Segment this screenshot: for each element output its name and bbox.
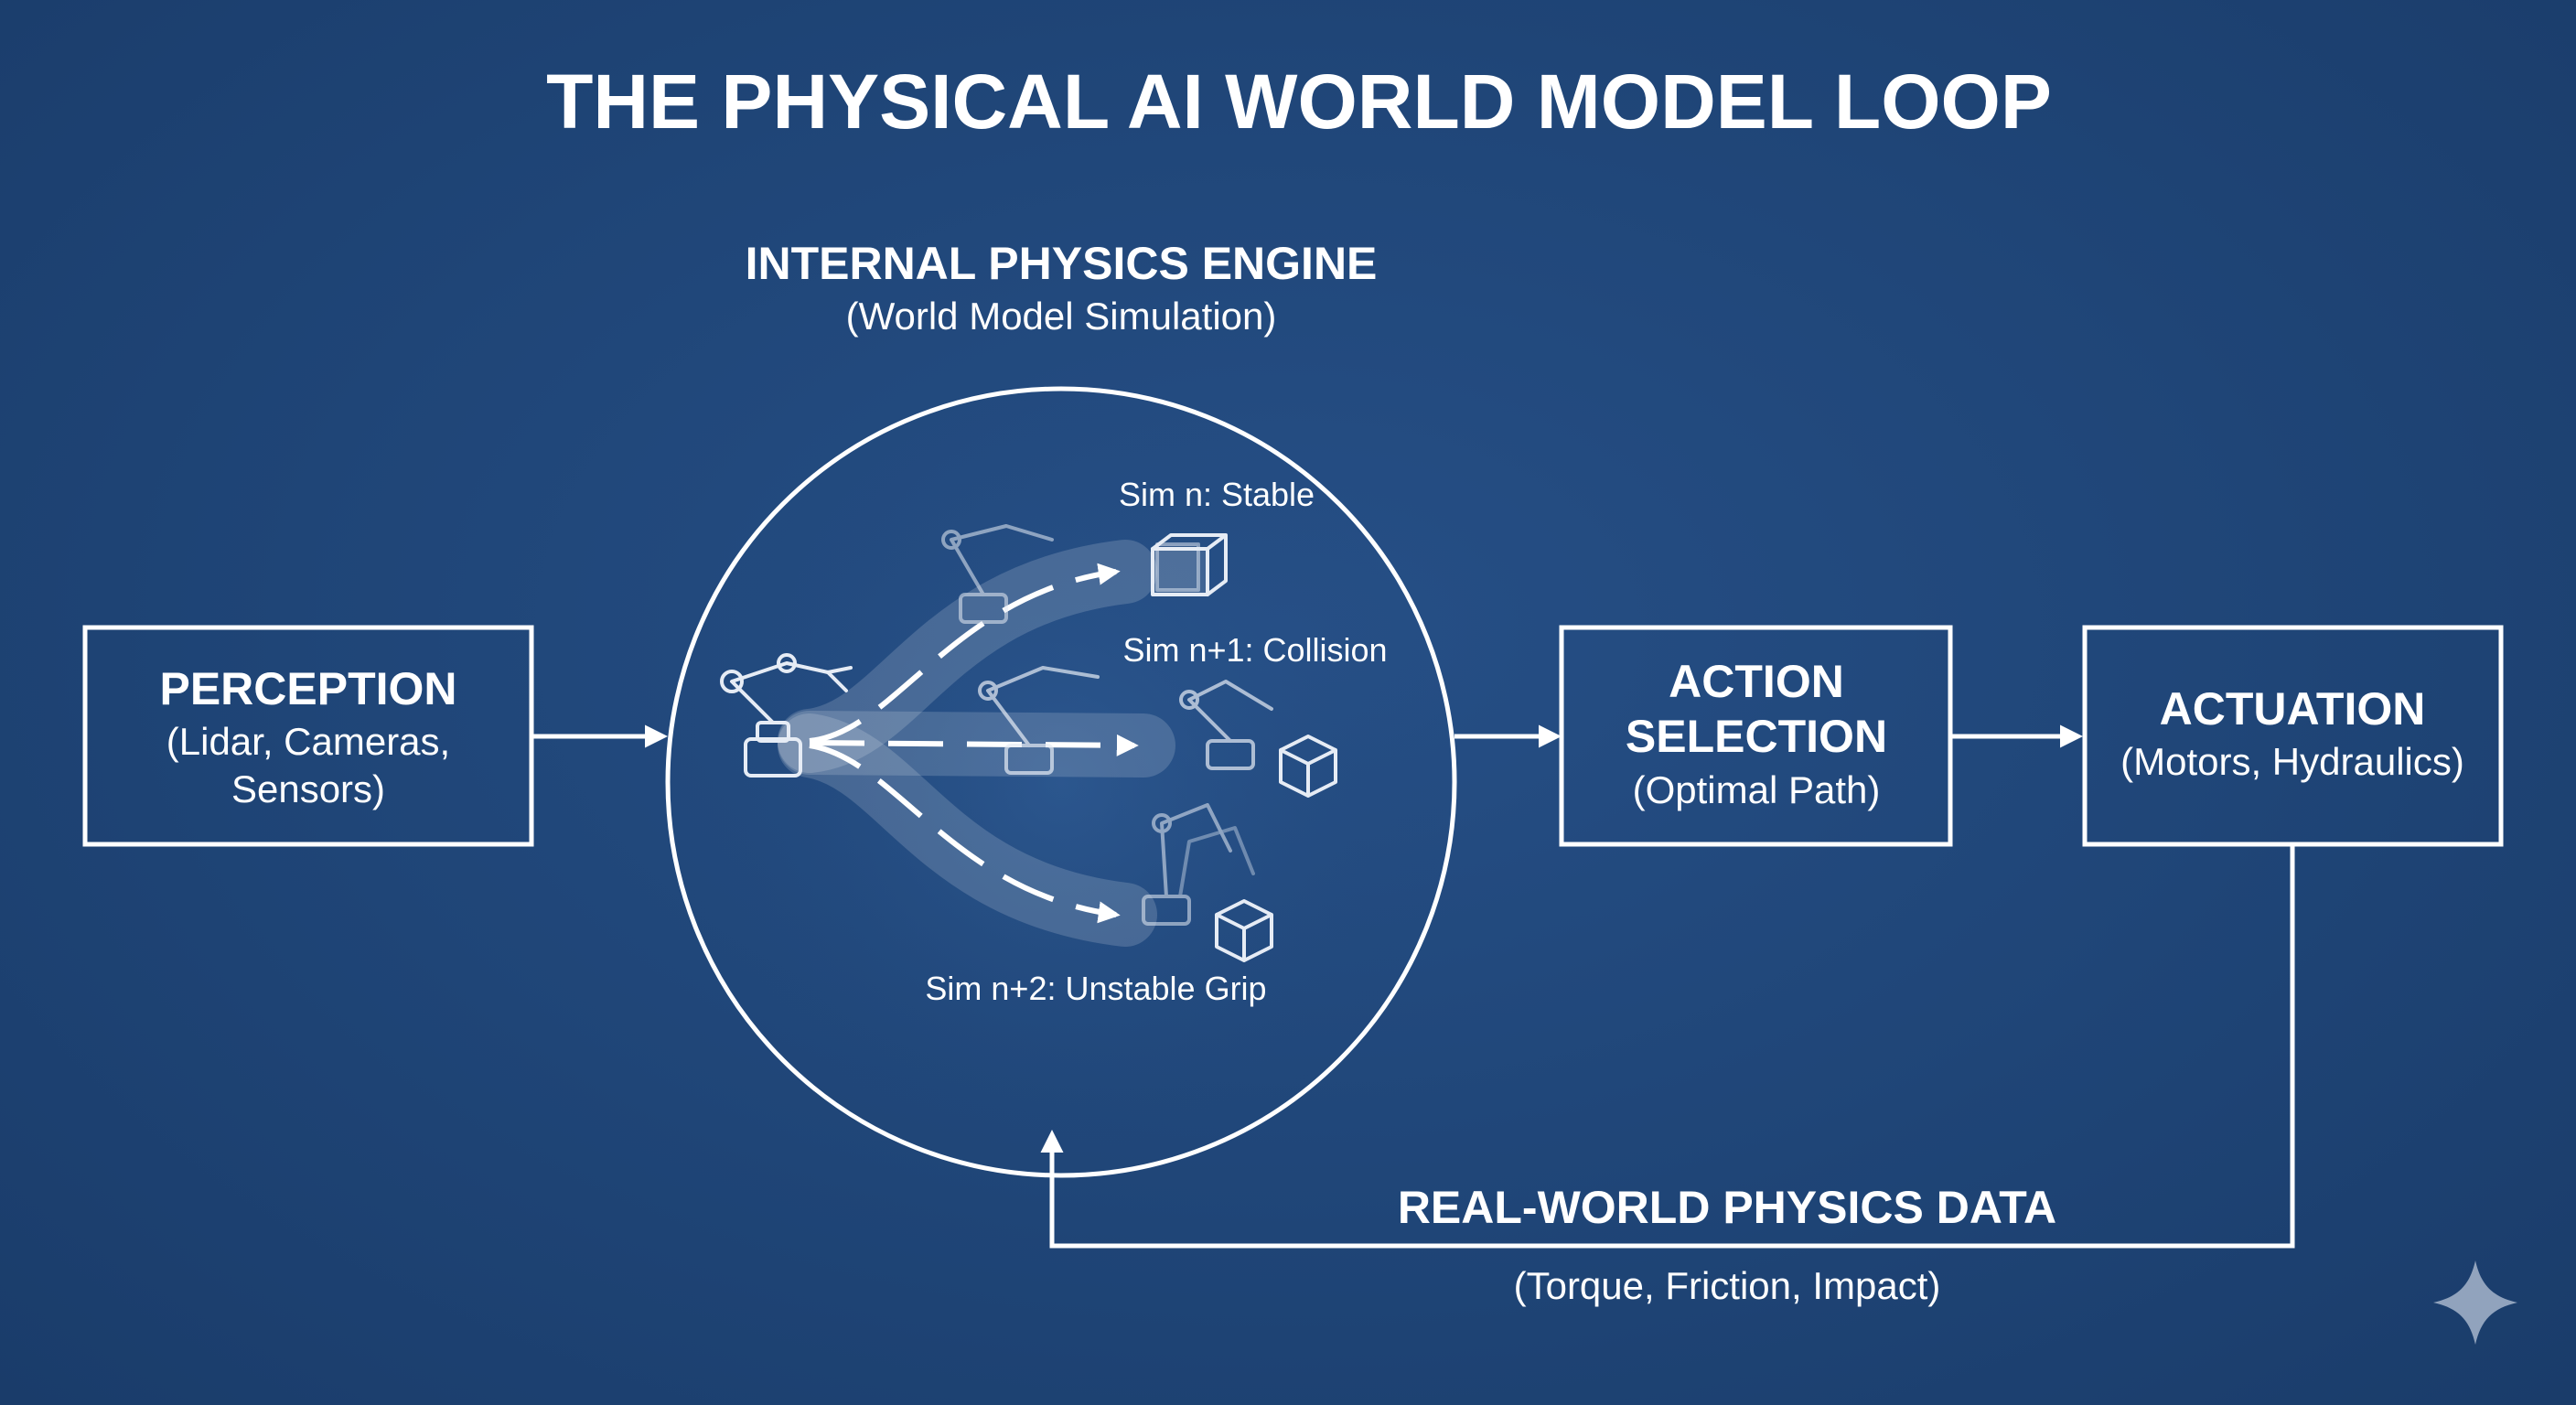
sparkle-icon [2433, 1260, 2517, 1345]
actuation-title: ACTUATION [2160, 683, 2426, 735]
perception-detail-line1: (Lidar, Cameras, [166, 720, 450, 763]
engine-heading: INTERNAL PHYSICS ENGINE [746, 238, 1378, 289]
simulation-branches [778, 540, 1175, 947]
robot-arm-icon-stable [941, 524, 1054, 624]
branch-arrow-unstable [809, 743, 1121, 924]
perception-title: PERCEPTION [159, 663, 456, 714]
action-selection-box: ACTION SELECTION (Optimal Path) [1559, 625, 1953, 847]
sim-label-collision: Sim n+1: Collision [1122, 631, 1387, 669]
sim-label-stable: Sim n: Stable [1119, 476, 1315, 513]
arrow-feedback-loop [1040, 846, 2295, 1249]
cube-icon-collision [1279, 735, 1337, 798]
robot-arm-icon-collision [978, 666, 1273, 775]
engine-subheading: (World Model Simulation) [846, 295, 1277, 338]
cube-icon-stable [1151, 533, 1228, 596]
perception-detail-line2: Sensors) [231, 767, 385, 810]
branch-arrow-stable [809, 563, 1121, 744]
sim-label-unstable: Sim n+2: Unstable Grip [925, 970, 1266, 1007]
diagram-title: THE PHYSICAL AI WORLD MODEL LOOP [546, 59, 2052, 145]
feedback-detail: (Torque, Friction, Impact) [1514, 1264, 1941, 1307]
robot-arm-icon-origin [720, 653, 853, 778]
action-selection-title-line1: ACTION [1669, 656, 1844, 707]
physics-engine-circle [665, 386, 1457, 1178]
branch-arrow-collision [809, 734, 1139, 756]
actuation-detail: (Motors, Hydraulics) [2120, 740, 2464, 783]
action-selection-detail: (Optimal Path) [1633, 768, 1881, 811]
feedback-title: REAL-WORLD PHYSICS DATA [1398, 1182, 2056, 1233]
perception-box: PERCEPTION (Lidar, Cameras, Sensors) [82, 625, 534, 847]
action-selection-title-line2: SELECTION [1626, 711, 1887, 762]
cube-icon-unstable [1215, 899, 1273, 962]
actuation-box: ACTUATION (Motors, Hydraulics) [2082, 625, 2504, 847]
robot-arm-icon-unstable [1142, 803, 1255, 926]
